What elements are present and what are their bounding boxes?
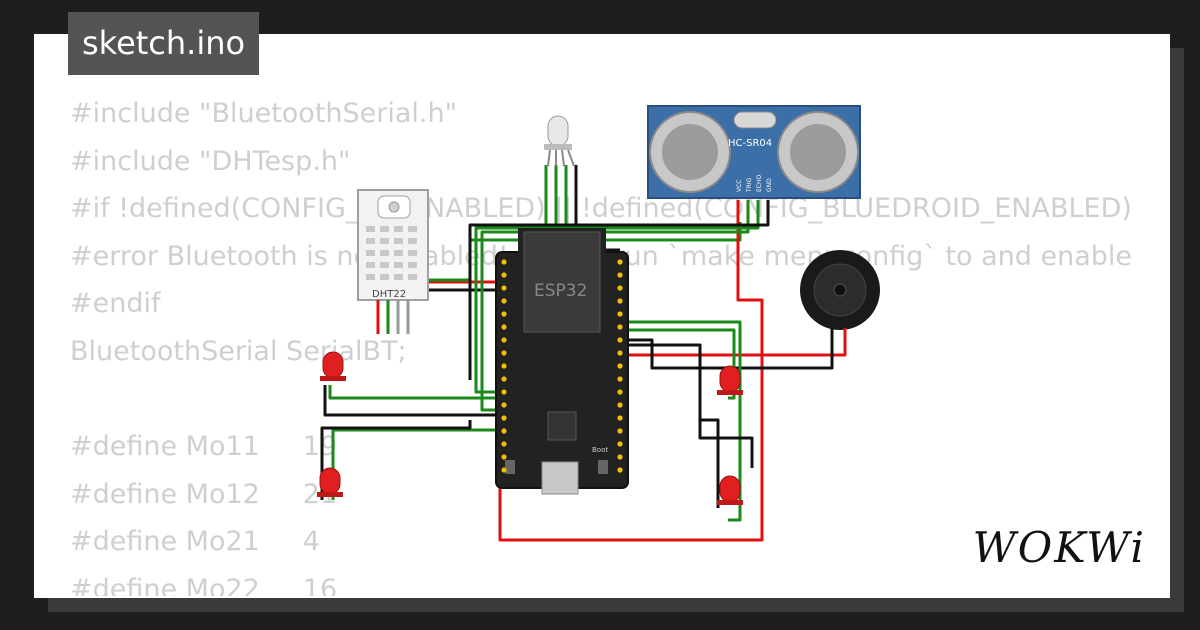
led-right-top — [717, 365, 743, 395]
buzzer — [800, 250, 880, 340]
boot-label: Boot — [592, 446, 608, 454]
wire-green — [480, 200, 750, 412]
esp32-board: ESP32 Boot — [495, 228, 629, 495]
wire-green — [328, 385, 508, 400]
code-line: #define Mo21 4 — [70, 526, 320, 558]
wire-black — [620, 325, 834, 370]
wire-green — [622, 320, 742, 522]
led-right-bottom — [717, 475, 743, 505]
code-line: #define Mo22 16 — [70, 573, 338, 596]
wire-black — [320, 420, 472, 500]
file-tab[interactable]: sketch.ino — [68, 12, 260, 75]
code-line: #include "BluetoothSerial.h" — [70, 98, 458, 129]
wire-black — [323, 385, 508, 417]
led-left-bottom — [317, 467, 343, 497]
code-line: #include "DHTesp.h" — [70, 145, 351, 177]
code-line: #endif — [70, 288, 161, 320]
board-label: ESP32 — [534, 281, 587, 301]
code-line: BluetoothSerial SerialBT; — [70, 335, 407, 367]
preview-card: #include "BluetoothSerial.h" #include "DH… — [34, 34, 1170, 598]
led-left-top — [320, 351, 346, 381]
wire-green — [622, 328, 736, 400]
pin-echo-label: ECHO — [756, 175, 763, 192]
wire-black — [700, 418, 720, 508]
code-line: #define Mo12 21 — [70, 478, 338, 510]
pin-vcc-label: VCC — [736, 180, 743, 192]
rgb-led — [544, 115, 575, 167]
pin-header-right — [617, 259, 623, 473]
wire-green — [331, 428, 508, 500]
wire-black — [468, 200, 770, 380]
hc-sr04-label: HC-SR04 — [728, 138, 772, 149]
dht22-sensor: DHT22 — [357, 189, 429, 334]
wokwi-logo: WOKWi — [972, 523, 1146, 572]
wire-green — [474, 200, 760, 394]
pin-gnd-label: GND — [766, 178, 773, 192]
pin-header-left — [501, 259, 507, 473]
hc-sr04-sensor: HC-SR04 VCC TRIG ECHO GND — [647, 105, 861, 199]
wire-black — [622, 343, 754, 468]
dht22-label: DHT22 — [372, 289, 406, 300]
pin-trig-label: TRIG — [746, 177, 753, 193]
code-line: #define Mo11 19 — [70, 431, 338, 463]
